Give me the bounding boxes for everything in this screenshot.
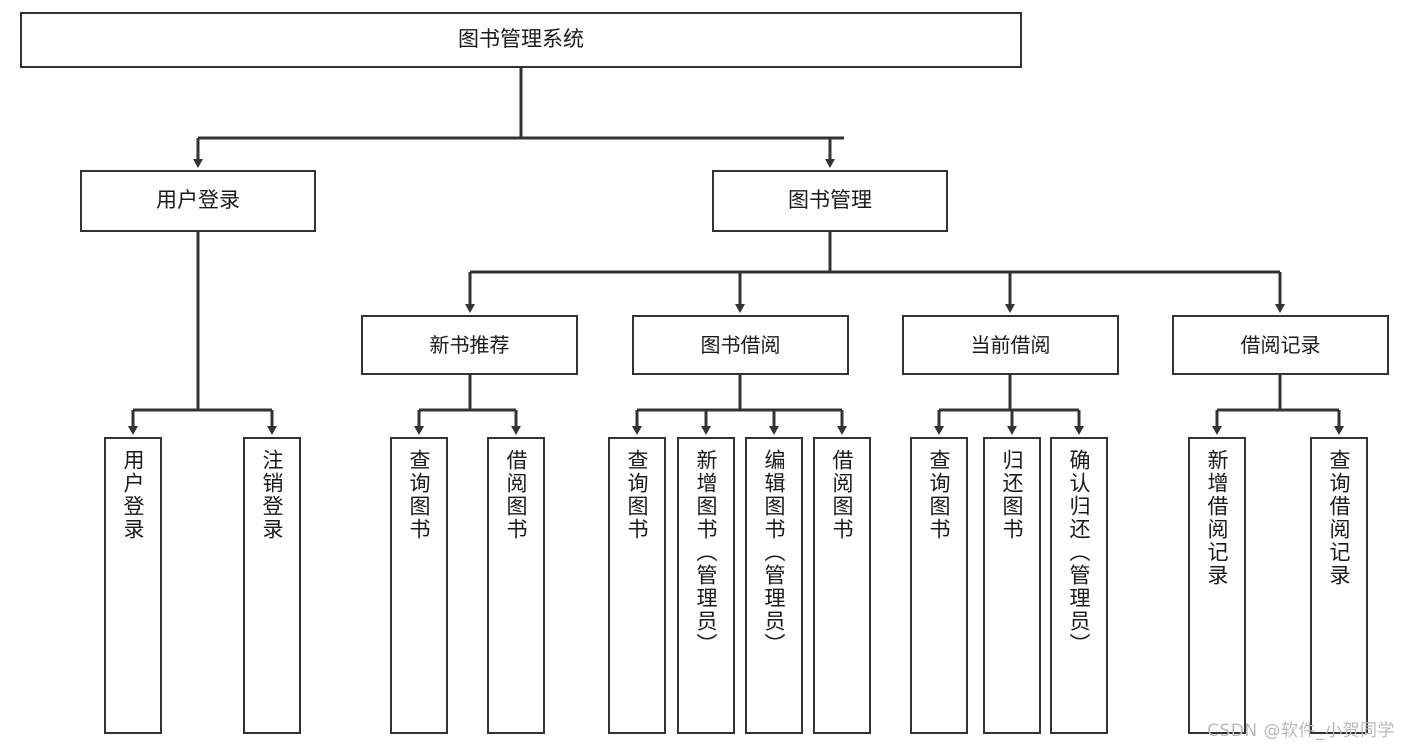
node-current-borrow[interactable]: 当前借阅 — [902, 315, 1119, 375]
node-label: 图书管理 — [788, 188, 872, 213]
node-label: 用户登录 — [156, 188, 240, 213]
node-label: 查询图书 — [625, 449, 650, 541]
leaf-query-book-current[interactable]: 查询图书 — [910, 437, 968, 734]
node-label: 图书借阅 — [700, 332, 781, 357]
node-label: 归还图书 — [1000, 449, 1025, 541]
node-label: 借阅图书 — [830, 449, 855, 541]
leaf-edit-book-admin[interactable]: 编辑图书（管理员） — [745, 437, 803, 734]
leaf-borrow-book[interactable]: 借阅图书 — [813, 437, 871, 734]
node-label: 借阅记录 — [1240, 332, 1321, 357]
leaf-add-book-admin[interactable]: 新增图书（管理员） — [677, 437, 735, 734]
leaf-return-book[interactable]: 归还图书 — [983, 437, 1041, 734]
node-label: 编辑图书（管理员） — [762, 449, 787, 656]
leaf-confirm-return-admin[interactable]: 确认归还（管理员） — [1050, 437, 1108, 734]
node-label: 用户登录 — [121, 449, 146, 541]
node-label: 查询借阅记录 — [1327, 449, 1352, 587]
node-label: 查询图书 — [407, 449, 432, 541]
node-borrow-record[interactable]: 借阅记录 — [1172, 315, 1389, 375]
node-label: 查询图书 — [927, 449, 952, 541]
watermark: CSDN @软件_小贺同学 — [1207, 721, 1395, 741]
node-new-book-recommend[interactable]: 新书推荐 — [361, 315, 578, 375]
node-label: 新增图书（管理员） — [694, 449, 719, 656]
node-label: 新增借阅记录 — [1205, 449, 1230, 587]
leaf-query-book[interactable]: 查询图书 — [608, 437, 666, 734]
leaf-user-login[interactable]: 用户登录 — [104, 437, 162, 734]
node-label: 图书管理系统 — [458, 27, 584, 52]
node-user-login[interactable]: 用户登录 — [80, 170, 316, 232]
leaf-add-borrow-record[interactable]: 新增借阅记录 — [1188, 437, 1246, 734]
node-label: 确认归还（管理员） — [1067, 449, 1092, 656]
leaf-borrow-book-recommend[interactable]: 借阅图书 — [487, 437, 545, 734]
node-label: 借阅图书 — [504, 449, 529, 541]
node-label: 新书推荐 — [429, 332, 510, 357]
node-label: 注销登录 — [260, 449, 285, 541]
node-book-management[interactable]: 图书管理 — [712, 170, 948, 232]
node-root[interactable]: 图书管理系统 — [20, 12, 1022, 68]
leaf-logout[interactable]: 注销登录 — [243, 437, 301, 734]
leaf-query-book-recommend[interactable]: 查询图书 — [390, 437, 448, 734]
leaf-query-borrow-record[interactable]: 查询借阅记录 — [1310, 437, 1368, 734]
node-book-borrow[interactable]: 图书借阅 — [632, 315, 849, 375]
node-label: 当前借阅 — [970, 332, 1051, 357]
